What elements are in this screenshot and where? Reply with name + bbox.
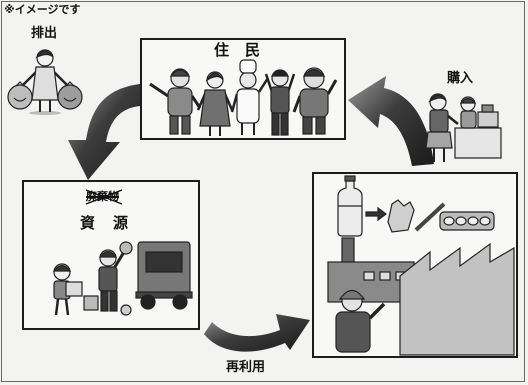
recycling-factory-scene-icon bbox=[327, 175, 515, 356]
shop-counter bbox=[454, 127, 502, 159]
collection-scene-icon bbox=[52, 241, 193, 316]
garbage-truck-icon bbox=[135, 241, 193, 310]
pet-bottle-icon bbox=[337, 175, 363, 237]
shopper-woman-icon bbox=[425, 93, 459, 162]
purchase-label: 購入 bbox=[447, 71, 474, 86]
arrow-resources-to-factory bbox=[204, 314, 310, 352]
recycled-clothing-icon bbox=[387, 199, 415, 233]
discharging-woman-icon bbox=[7, 49, 83, 115]
image-note: ※イメージです bbox=[4, 3, 81, 16]
recyclable-box-icon bbox=[83, 295, 99, 311]
egg-tray-icon bbox=[439, 211, 495, 231]
resident-elderly-man-icon bbox=[149, 68, 202, 135]
resident-cook-icon bbox=[230, 59, 270, 135]
garbage-bag-icon bbox=[57, 81, 83, 110]
collector-man-icon bbox=[98, 241, 133, 312]
arrow-residents-to-resources bbox=[68, 84, 140, 180]
shop-clerk-icon bbox=[459, 96, 477, 129]
strike-mark bbox=[85, 189, 123, 205]
reuse-label: 再利用 bbox=[226, 360, 266, 375]
discharge-label: 排出 bbox=[31, 26, 58, 41]
garbage-bag-icon bbox=[7, 81, 33, 110]
resources-label: 資源 bbox=[80, 214, 147, 232]
resident-young-man-icon bbox=[264, 69, 296, 136]
waste-label-struck: 廃棄物 bbox=[86, 190, 119, 203]
cash-register-icon bbox=[477, 104, 499, 128]
child-carrying-box-icon bbox=[52, 263, 83, 316]
factory-icon bbox=[327, 237, 515, 356]
residents-label: 住民 bbox=[214, 41, 277, 59]
small-arrow-icon bbox=[365, 206, 387, 222]
recyclable-bag-icon bbox=[120, 304, 132, 316]
shopping-scene-icon bbox=[425, 93, 502, 162]
arrow-products-to-residents bbox=[348, 76, 434, 166]
resident-woman-icon bbox=[196, 71, 234, 136]
factory-worker-icon bbox=[335, 289, 386, 353]
resident-man-icon bbox=[292, 67, 338, 135]
residents-group-icon bbox=[149, 59, 338, 136]
pencil-icon bbox=[414, 202, 446, 232]
